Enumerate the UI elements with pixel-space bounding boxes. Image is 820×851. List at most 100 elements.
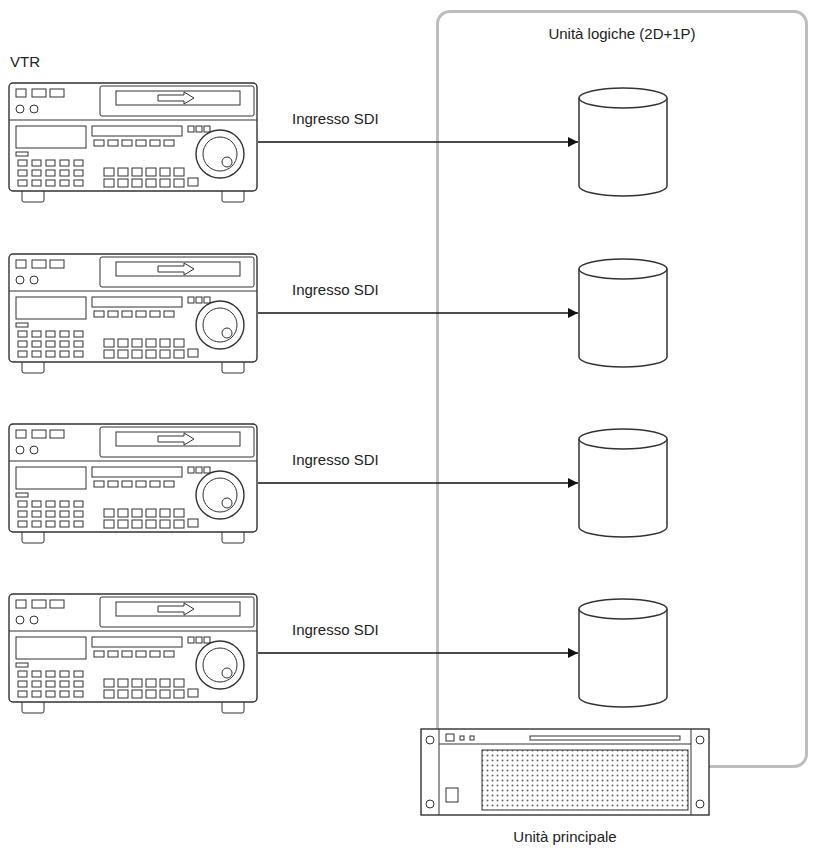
vtr-button <box>108 311 118 317</box>
vtr-meter <box>16 323 28 327</box>
vtr-button <box>74 671 83 677</box>
vtr-cassette-door <box>100 597 254 627</box>
cylinder-top <box>579 259 667 279</box>
vtr-knob <box>30 105 38 113</box>
disk-cylinder <box>578 87 668 197</box>
vtr-jog-dial <box>196 641 244 689</box>
vtr-display <box>16 126 86 148</box>
vtr-button <box>132 679 142 687</box>
vtr-button <box>150 481 160 487</box>
vtr-button <box>188 637 194 643</box>
vtr-jog-grip <box>222 328 232 338</box>
vtr-button <box>160 509 170 517</box>
vtr-button <box>74 180 83 186</box>
vtr-button <box>74 351 83 357</box>
vtr-outline <box>8 82 258 204</box>
vtr-cassette-slot <box>116 432 240 446</box>
vtr-button <box>74 681 83 687</box>
group-box: Unità logiche (2D+1P) <box>436 10 808 768</box>
vtr-button <box>16 600 26 608</box>
vtr-button <box>32 691 41 697</box>
vtr-button <box>174 690 184 698</box>
signal-arrow <box>258 312 578 314</box>
vtr-button <box>108 140 118 146</box>
unit-switch <box>446 788 458 802</box>
vtr-button <box>188 178 198 186</box>
unit-chassis <box>421 729 709 815</box>
vtr-button <box>160 339 170 347</box>
unit-indicator <box>460 736 464 740</box>
unit-ear-hole <box>696 800 704 808</box>
vtr-button <box>174 179 184 187</box>
vtr-button <box>188 126 194 132</box>
vtr-divider <box>9 120 257 121</box>
vtr-cassette-slot <box>116 262 240 276</box>
vtr-button <box>60 671 69 677</box>
vtr-button <box>196 126 202 132</box>
vtr-button <box>204 126 210 132</box>
vtr-cassette-door <box>100 86 254 116</box>
vtr-button <box>204 637 210 643</box>
vtr-button <box>50 600 64 608</box>
vtr-button <box>74 160 83 166</box>
vtr-button <box>146 179 156 187</box>
vtr-button <box>46 341 55 347</box>
edge-label: Ingresso SDI <box>292 621 379 639</box>
vtr-button <box>32 430 46 438</box>
vtr-button <box>74 521 83 527</box>
vtr-button <box>18 671 27 677</box>
cylinder-body <box>579 269 667 367</box>
unit-indicator <box>470 736 474 740</box>
vtr-button <box>18 331 27 337</box>
vtr-button <box>160 520 170 528</box>
group-title: Unità logiche (2D+1P) <box>439 25 805 43</box>
vtr-button <box>74 170 83 176</box>
vtr-button <box>188 519 198 527</box>
vtr-display <box>92 297 182 307</box>
vtr-button <box>16 430 26 438</box>
vtr-button <box>46 170 55 176</box>
unit-ear-hole <box>696 736 704 744</box>
vtr-button <box>118 350 128 358</box>
cylinder-body <box>579 98 667 196</box>
vtr-button <box>16 89 26 97</box>
vtr-button <box>46 501 55 507</box>
vtr-button <box>50 430 64 438</box>
unit-top-strip <box>439 744 691 745</box>
vtr-display <box>92 637 182 647</box>
vtr-button <box>160 179 170 187</box>
vtr-device <box>8 423 258 545</box>
cylinder-outline <box>578 428 668 538</box>
vtr-knob <box>16 616 24 624</box>
vtr-button <box>108 651 118 657</box>
unit-indicator <box>446 734 454 741</box>
unit-ear-hole <box>426 736 434 744</box>
vtr-arrow <box>158 263 194 275</box>
vtr-button <box>132 168 142 176</box>
vtr-button <box>46 160 55 166</box>
vtr-arrow <box>158 433 194 445</box>
vtr-knob <box>16 105 24 113</box>
vtr-jog-grip <box>222 157 232 167</box>
vtr-button <box>74 691 83 697</box>
vtr-button <box>32 341 41 347</box>
vtr-button <box>60 351 69 357</box>
vtr-button <box>50 89 64 97</box>
vtr-button <box>104 339 114 347</box>
vtr-button <box>164 651 174 657</box>
vtr-cassette-slot <box>116 91 240 105</box>
vtr-button <box>188 689 198 697</box>
vtr-button <box>94 481 104 487</box>
vtr-button <box>132 179 142 187</box>
vtr-button <box>18 160 27 166</box>
disk-cylinder <box>578 258 668 368</box>
unit-slot <box>530 736 680 740</box>
unit-ear-line <box>691 729 692 815</box>
vtr-button <box>60 160 69 166</box>
cylinder-body <box>579 609 667 707</box>
vtr-button <box>18 170 27 176</box>
vtr-button <box>60 681 69 687</box>
vtr-button <box>60 341 69 347</box>
vtr-button <box>46 180 55 186</box>
vtr-button <box>196 297 202 303</box>
